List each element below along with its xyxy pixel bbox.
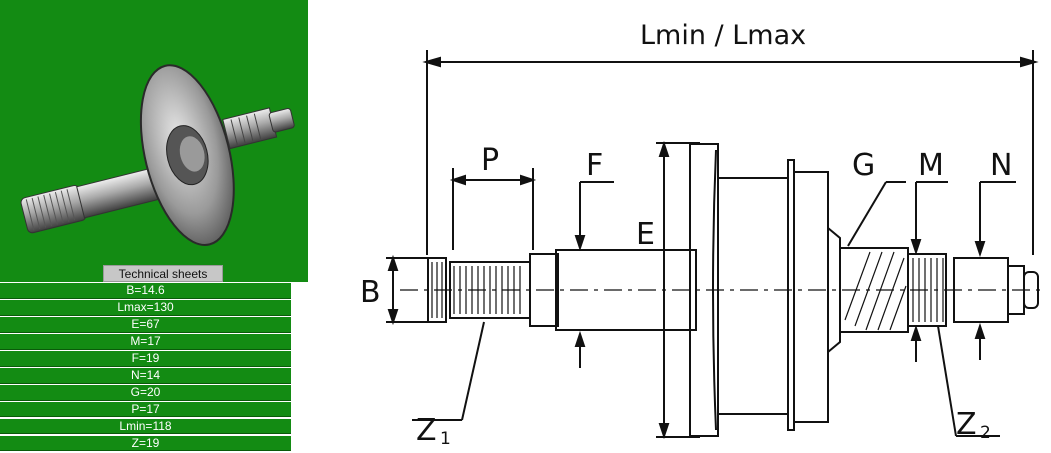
spec-row-lmin: Lmin=118 [0, 418, 291, 435]
label-z2-sub: 2 [980, 423, 991, 443]
label-z2: Z [956, 407, 977, 442]
spec-row-e: E=67 [0, 316, 291, 333]
product-photo [0, 0, 308, 282]
spec-row-p: P=17 [0, 401, 291, 418]
spec-list: B=14.6 Lmax=130 E=67 M=17 F=19 N=14 G=20… [0, 283, 291, 453]
label-z1-sub: 1 [440, 429, 451, 449]
left-panel: Technical sheets B=14.6 Lmax=130 E=67 M=… [0, 0, 310, 453]
label-b: B [360, 275, 381, 310]
spec-row-lmax: Lmax=130 [0, 299, 291, 316]
technical-sheets-header[interactable]: Technical sheets [103, 265, 223, 282]
spec-row-n: N=14 [0, 367, 291, 384]
label-e: E [636, 217, 655, 252]
spec-row-b: B=14.6 [0, 283, 291, 299]
shaft-photo-image [20, 64, 295, 246]
label-z1: Z [416, 413, 437, 448]
label-p: P [481, 143, 499, 178]
label-f: F [586, 148, 603, 183]
spec-row-m: M=17 [0, 333, 291, 350]
length-title: Lmin / Lmax [640, 20, 806, 51]
label-m: M [918, 148, 944, 183]
technical-drawing: Lmin / Lmax P F E G M N B Z 1 Z 2 [360, 20, 1040, 449]
label-g: G [852, 148, 875, 183]
spec-row-g: G=20 [0, 384, 291, 401]
spec-row-z: Z=19 [0, 435, 291, 452]
spec-row-f: F=19 [0, 350, 291, 367]
label-n: N [990, 148, 1012, 183]
